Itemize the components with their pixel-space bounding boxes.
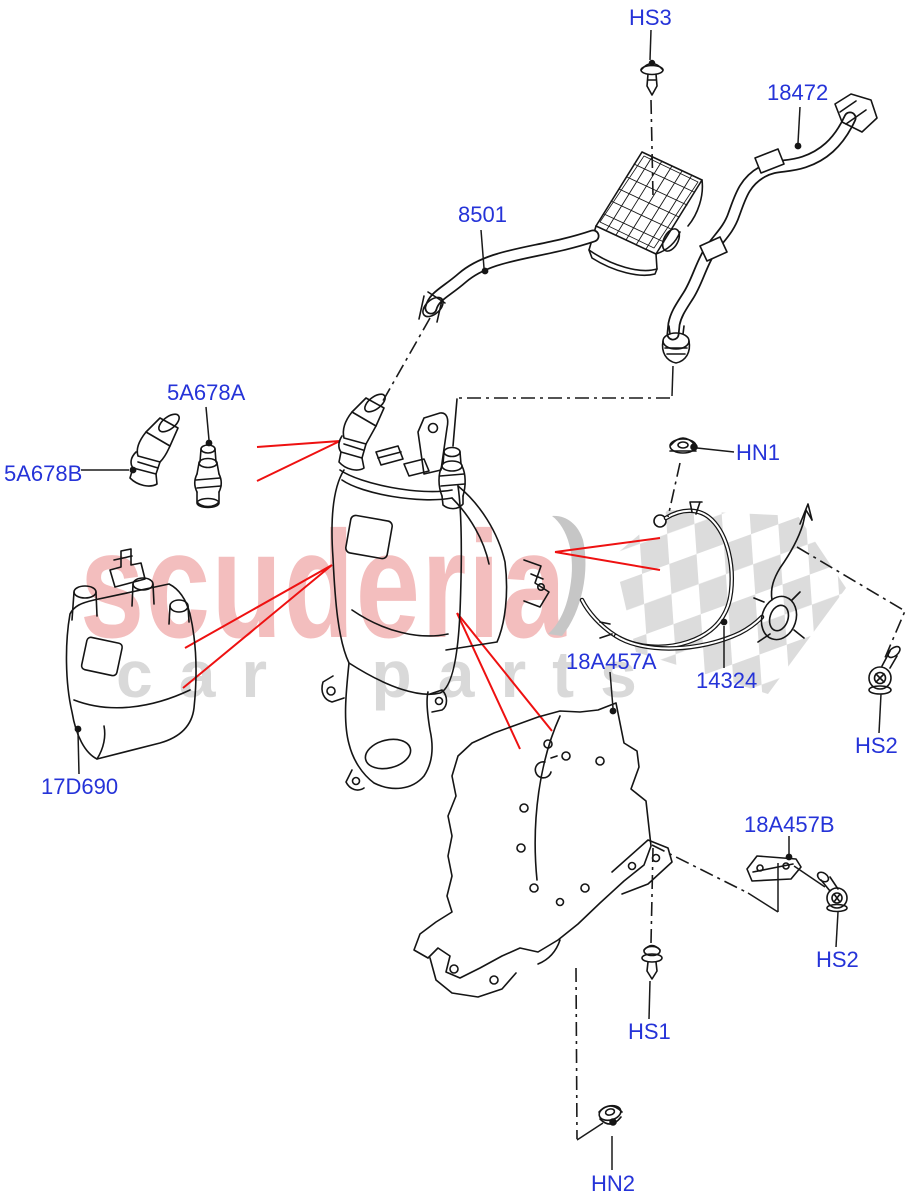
dash-bracket-to-hs1 [650, 847, 654, 944]
part-label-hs1[interactable]: HS1 [628, 1019, 671, 1044]
arrow-valves-to-pump [256, 440, 341, 482]
part-label-18472[interactable]: 18472 [767, 80, 829, 105]
part-label-hs2-lower[interactable]: HS2 [816, 947, 859, 972]
dash-hose-to-pump [379, 317, 431, 407]
part-label-hs2-upper[interactable]: HS2 [855, 733, 898, 758]
dash-hn1-to-harness [667, 462, 681, 518]
part-label-14324[interactable]: 14324 [696, 668, 758, 693]
valve-5a678a[interactable] [193, 444, 223, 509]
bolt-hs1[interactable] [641, 944, 663, 980]
part-label-5a678b[interactable]: 5A678B [4, 461, 83, 486]
arrow-reservoir-to-pump [182, 564, 333, 689]
heater-hose-8501[interactable] [418, 151, 704, 323]
part-label-5a678a[interactable]: 5A678A [167, 380, 246, 405]
arrow-bracket-to-pump [456, 612, 553, 750]
valve-5a678b[interactable] [129, 411, 182, 487]
screw-hs2-lower[interactable] [816, 870, 848, 913]
arrow-harness-to-pump [554, 537, 661, 571]
wiring-harness-14324[interactable] [579, 501, 813, 651]
part-label-hs3[interactable]: HS3 [629, 5, 672, 30]
screw-hs2-upper[interactable] [868, 644, 902, 695]
part-label-17d690[interactable]: 17D690 [41, 774, 119, 799]
leader-dots [74, 142, 802, 861]
pushpin-fastener-hs3[interactable] [640, 59, 664, 96]
nut-hn1[interactable] [669, 437, 698, 454]
dash-bracket-to-18a457b [651, 844, 749, 894]
dash-bracket-to-hn2 [575, 967, 578, 1140]
bracket-18a457b[interactable] [746, 855, 802, 882]
mounting-bracket-18a457a[interactable] [413, 702, 673, 998]
leader-lines [77, 29, 882, 1170]
red-assembly-arrows [182, 440, 661, 750]
heater-hose-18472[interactable] [661, 93, 878, 364]
part-label-18a457b[interactable]: 18A457B [744, 812, 835, 837]
auxiliary-heater-pump[interactable] [321, 391, 550, 791]
part-label-hn2[interactable]: HN2 [591, 1171, 636, 1196]
reservoir-17d690[interactable] [65, 548, 197, 760]
part-label-hn1[interactable]: HN1 [736, 440, 781, 465]
dash-hs3-to-heater [650, 99, 654, 197]
dash-dot-lines [379, 99, 907, 1140]
part-label-8501[interactable]: 8501 [458, 202, 507, 227]
nut-hn2[interactable] [598, 1104, 623, 1126]
part-label-18a457a[interactable]: 18A457A [566, 649, 657, 674]
